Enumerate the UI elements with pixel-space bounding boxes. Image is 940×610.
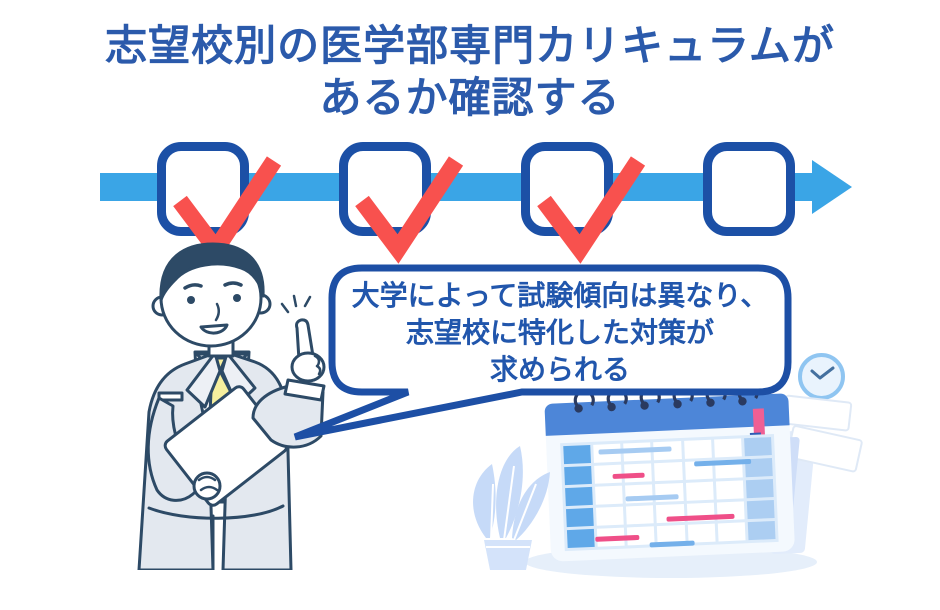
arrow-head-icon <box>812 160 852 214</box>
calendar-cell <box>596 506 625 526</box>
calendar-ring-dot <box>673 399 682 409</box>
calendar-cell <box>747 520 776 541</box>
calendar-ring-dot <box>607 402 616 412</box>
calendar-cell <box>715 480 744 500</box>
speech-bubble <box>293 264 792 441</box>
emphasis-sparkle-icon <box>280 294 312 314</box>
step-checkbox-3 <box>521 142 646 264</box>
calendar-ring-dot <box>738 397 747 406</box>
step-checkbox-1 <box>157 142 282 264</box>
checkmark-icon <box>173 156 282 264</box>
checkmark-icon <box>355 156 464 264</box>
checkmark-icon <box>537 156 646 264</box>
calendar-cell <box>654 461 683 482</box>
plant-illustration <box>473 446 550 570</box>
calendar-ring-dot <box>706 398 715 407</box>
calendar-cell <box>685 481 714 501</box>
calendar-ring-dot <box>640 401 649 410</box>
clock-icon <box>798 353 845 400</box>
bubble-line-2: 志望校に特化した対策が <box>405 317 714 348</box>
calendar-cell <box>566 528 595 549</box>
page-title: 志望校別の医学部専門カリキュラムが あるか確認する <box>0 20 940 124</box>
step-checkbox-4 <box>703 142 795 236</box>
calendar-cell <box>595 485 624 505</box>
calendar-cell <box>746 500 775 520</box>
step-checkbox-2 <box>339 142 464 264</box>
title-line-1: 志望校別の医学部専門カリキュラムが <box>105 22 835 69</box>
speech-bubble-text: 大学によって試験傾向は異なり、 志望校に特化した対策が 求められる <box>332 277 788 388</box>
calendar-cell <box>626 505 655 525</box>
title-line-2: あるか確認する <box>319 74 621 122</box>
calendar-cell <box>745 479 774 499</box>
calendar-ring-dot <box>574 404 583 413</box>
calendar-cell <box>565 486 593 507</box>
calendar-cell <box>717 522 746 542</box>
calendar-cell <box>564 465 593 486</box>
calendar-cell <box>566 507 594 528</box>
businessman-illustration <box>137 242 326 570</box>
bubble-line-3: 求められる <box>489 354 630 385</box>
bubble-line-1: 大学によって試験傾向は異なり、 <box>351 280 769 311</box>
